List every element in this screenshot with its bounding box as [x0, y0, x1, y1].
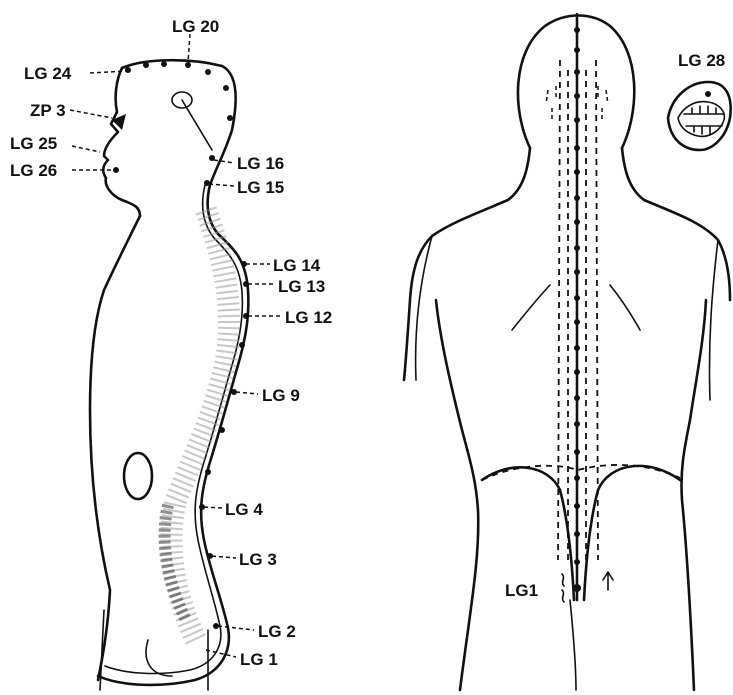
back-channel-right-outer — [596, 60, 598, 560]
label-lg12: LG 12 — [285, 308, 332, 327]
side-kidney-shape — [124, 453, 152, 499]
point-side-head-4 — [223, 85, 229, 91]
side-view-figure: LG 20 LG 24 ZP 3 LG 25 LG 26 LG 16 LG 15… — [10, 17, 332, 690]
label-lg25: LG 25 — [10, 134, 57, 153]
point-lg20 — [185, 62, 191, 68]
label-lg2: LG 2 — [258, 622, 296, 641]
back-buttocks-outline-right — [584, 466, 680, 600]
side-face-outline — [103, 68, 140, 216]
label-zp3: ZP 3 — [30, 101, 66, 120]
point-side-back-1 — [239, 342, 245, 348]
back-torso-right — [681, 300, 706, 690]
label-lg1: LG 1 — [240, 650, 278, 669]
back-arrow-icon — [603, 572, 613, 590]
back-view-figure: LG1 — [404, 14, 730, 690]
mouth-inner-lips — [678, 102, 724, 137]
label-lg24: LG 24 — [24, 64, 72, 83]
point-lg24 — [125, 67, 131, 73]
point-lg1-back — [573, 584, 581, 592]
point-side-back-2 — [219, 427, 225, 433]
point-side-back-3 — [205, 469, 211, 475]
back-scapula-left — [512, 285, 550, 330]
label-lg14: LG 14 — [273, 256, 321, 275]
label-lg3: LG 3 — [239, 550, 277, 569]
mouth-outer-lips — [668, 82, 731, 150]
label-lg13: LG 13 — [278, 277, 325, 296]
point-side-head-3 — [205, 69, 211, 75]
point-side-head-5 — [227, 115, 233, 121]
point-lg28 — [705, 91, 711, 97]
label-lg28: LG 28 — [678, 51, 725, 70]
label-lg15: LG 15 — [237, 178, 284, 197]
point-lg26 — [113, 167, 119, 173]
label-lg9: LG 9 — [262, 386, 300, 405]
label-lg26: LG 26 — [10, 161, 57, 180]
back-sacral-marks — [562, 574, 564, 602]
back-shoulders-outline — [404, 148, 530, 380]
label-lg1-back: LG1 — [505, 581, 538, 600]
point-side-head-2 — [161, 61, 167, 67]
back-buttock-fold — [570, 600, 576, 690]
mouth-inset: LG 28 — [668, 51, 731, 150]
label-lg16: LG 16 — [237, 154, 284, 173]
side-arm-outline — [146, 640, 172, 676]
side-body-outline — [98, 60, 248, 685]
back-scapula-right — [610, 285, 640, 330]
label-lg4: LG 4 — [225, 500, 263, 519]
point-lg15 — [204, 180, 210, 186]
back-torso-left — [436, 300, 478, 690]
point-side-head-1 — [143, 62, 149, 68]
side-front-outline — [90, 216, 140, 680]
back-arm-right — [709, 240, 718, 400]
side-head-channel — [182, 100, 212, 150]
label-lg20: LG 20 — [172, 17, 219, 36]
